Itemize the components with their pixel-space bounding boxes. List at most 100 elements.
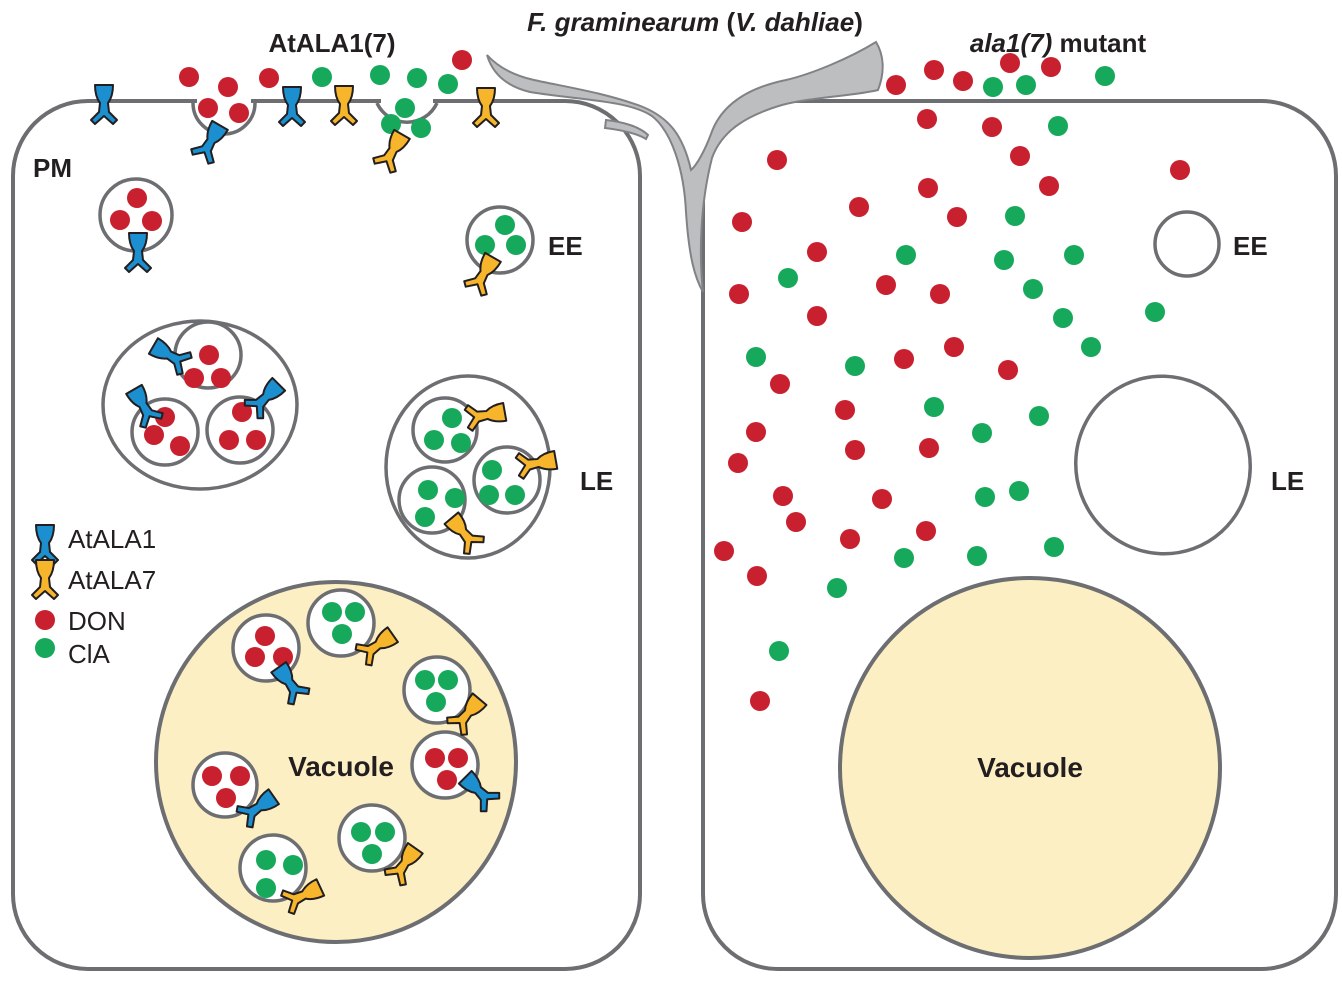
don-toxin-dot bbox=[714, 541, 734, 561]
cla-toxin-dot bbox=[1016, 75, 1036, 95]
don-toxin-dot bbox=[218, 77, 238, 97]
cla-toxin-dot bbox=[1081, 337, 1101, 357]
don-toxin-dot bbox=[273, 647, 293, 667]
don-toxin-dot bbox=[918, 178, 938, 198]
legend-label-atala1: AtALA1 bbox=[68, 524, 156, 554]
cla-toxin-dot bbox=[1095, 66, 1115, 86]
cla-toxin-dot bbox=[994, 250, 1014, 270]
cla-toxin-dot bbox=[967, 546, 987, 566]
cla-toxin-dot bbox=[1044, 537, 1064, 557]
don-toxin-dot bbox=[216, 788, 236, 808]
cla-toxin-dot bbox=[407, 68, 427, 88]
cla-toxin-dot bbox=[506, 235, 526, 255]
cla-toxin-dot bbox=[395, 98, 415, 118]
cla-toxin-dot bbox=[411, 118, 431, 138]
cla-toxin-dot bbox=[924, 397, 944, 417]
fungus-paren-open: ( bbox=[719, 7, 735, 37]
don-toxin-dot bbox=[807, 306, 827, 326]
don-toxin-dot bbox=[919, 438, 939, 458]
cla-toxin-dot bbox=[415, 507, 435, 527]
don-toxin-dot bbox=[770, 374, 790, 394]
don-toxin-dot bbox=[245, 647, 265, 667]
don-toxin-dot bbox=[953, 71, 973, 91]
don-toxin-dot bbox=[184, 368, 204, 388]
mutant-gene-name: ala1(7) bbox=[970, 28, 1052, 58]
cla-toxin-dot bbox=[1048, 116, 1068, 136]
don-toxin-dot bbox=[872, 489, 892, 509]
don-toxin-dot bbox=[729, 284, 749, 304]
left-vacuole-label: Vacuole bbox=[288, 751, 394, 782]
cla-toxin-dot bbox=[1064, 245, 1084, 265]
cla-toxin-dot bbox=[332, 624, 352, 644]
don-toxin-dot bbox=[452, 50, 472, 70]
don-toxin-dot bbox=[894, 349, 914, 369]
don-toxin-dot bbox=[728, 453, 748, 473]
right-cell-title: ala1(7) mutant bbox=[970, 28, 1147, 58]
left-cell-title: AtALA1(7) bbox=[268, 28, 395, 58]
don-toxin-dot bbox=[142, 211, 162, 231]
cla-toxin-dot bbox=[894, 548, 914, 568]
cla-toxin-dot bbox=[1023, 279, 1043, 299]
cla-toxin-dot bbox=[418, 480, 438, 500]
don-toxin-dot bbox=[767, 150, 787, 170]
cla-toxin-dot bbox=[505, 485, 525, 505]
cla-toxin-dot bbox=[769, 641, 789, 661]
don-toxin-dot bbox=[944, 337, 964, 357]
right-vacuole bbox=[838, 576, 1222, 960]
don-toxin-dot bbox=[437, 770, 457, 790]
don-toxin-dot bbox=[1039, 176, 1059, 196]
don-toxin-dot bbox=[448, 748, 468, 768]
cla-toxin-dot bbox=[283, 855, 303, 875]
don-toxin-dot bbox=[211, 368, 231, 388]
cla-toxin-dot bbox=[438, 74, 458, 94]
fungal-hypha bbox=[486, 40, 884, 293]
vacuole-vesicle bbox=[402, 655, 472, 725]
cla-toxin-dot bbox=[1145, 302, 1165, 322]
cla-toxin-dot bbox=[1029, 406, 1049, 426]
cla-toxin-dot bbox=[495, 215, 515, 235]
don-toxin-dot bbox=[232, 402, 252, 422]
don-toxin-dot bbox=[886, 75, 906, 95]
don-toxin-dot bbox=[924, 60, 944, 80]
cla-toxin-dot bbox=[845, 356, 865, 376]
cla-toxin-dot bbox=[256, 878, 276, 898]
cla-toxin-dot bbox=[896, 245, 916, 265]
cla-toxin-dot bbox=[362, 844, 382, 864]
vacuole-vesicle bbox=[238, 833, 308, 903]
don-toxin-dot bbox=[947, 207, 967, 227]
don-toxin-dot bbox=[840, 529, 860, 549]
cla-toxin-dot bbox=[827, 578, 847, 598]
don-toxin-dot bbox=[170, 436, 190, 456]
fungal-hypha-branch bbox=[603, 118, 650, 141]
don-toxin-dot bbox=[807, 242, 827, 262]
cla-toxin-dot bbox=[975, 487, 995, 507]
don-toxin-dot bbox=[246, 430, 266, 450]
don-toxin-dot bbox=[1041, 57, 1061, 77]
don-toxin-dot bbox=[144, 425, 164, 445]
don-toxin-dot bbox=[750, 691, 770, 711]
fungus-paren-close: ) bbox=[854, 7, 863, 37]
right-early-endosome bbox=[1153, 210, 1221, 278]
don-toxin-dot bbox=[835, 400, 855, 420]
mutant-suffix: mutant bbox=[1052, 28, 1146, 58]
cla-toxin-dot bbox=[312, 67, 332, 87]
cla-toxin-dot bbox=[482, 460, 502, 480]
don-toxin-dot bbox=[849, 197, 869, 217]
fungus-title: F. graminearum (V. dahliae) bbox=[527, 7, 863, 37]
don-toxin-dot bbox=[230, 766, 250, 786]
don-toxin-dot bbox=[198, 98, 218, 118]
don-toxin-dot bbox=[876, 275, 896, 295]
cla-toxin-dot bbox=[479, 485, 499, 505]
vacuole-vesicle bbox=[337, 803, 407, 873]
don-toxin-dot bbox=[982, 117, 1002, 137]
cla-toxin-dot bbox=[778, 268, 798, 288]
cla-toxin-dot bbox=[1053, 308, 1073, 328]
cla-toxin-dot bbox=[424, 430, 444, 450]
fungus-name-primary: F. graminearum bbox=[527, 7, 719, 37]
fungus-name-alt: V. dahliae bbox=[735, 7, 854, 37]
cla-toxin-dot bbox=[445, 488, 465, 508]
cla-toxin-dot bbox=[370, 65, 390, 85]
cla-toxin-dot bbox=[475, 235, 495, 255]
